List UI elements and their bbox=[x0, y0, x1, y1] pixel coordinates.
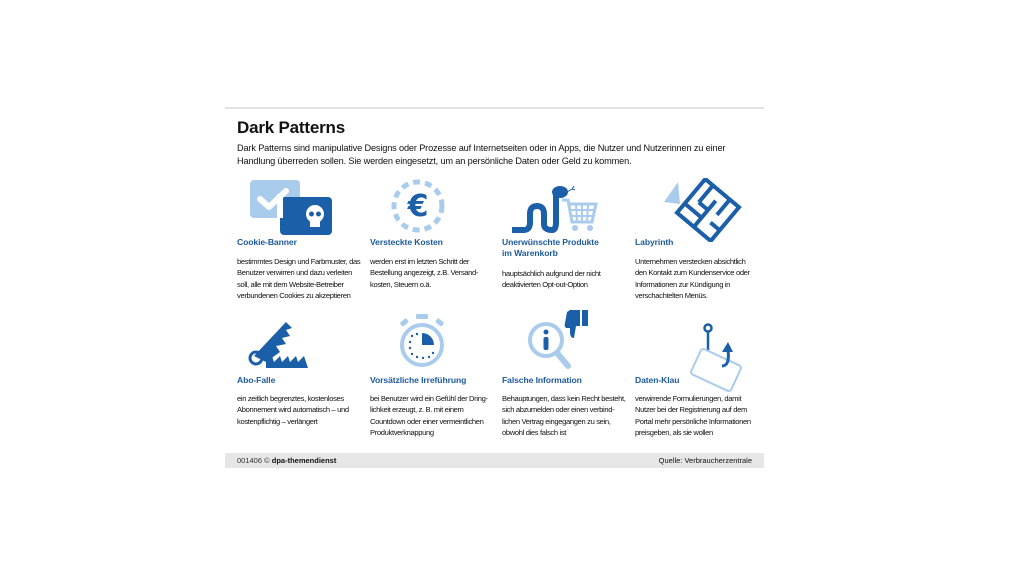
page-title: Dark Patterns bbox=[237, 118, 345, 137]
magnifier-thumbs-down-icon bbox=[528, 310, 588, 369]
title-line: im Warenkorb bbox=[502, 248, 558, 258]
intro-line: Handlung überreden sollen. Sie werden ei… bbox=[237, 155, 632, 166]
item-text-unerwuenschte-produkte: hauptsächlich aufgrund der nicht deaktivi… bbox=[502, 268, 601, 291]
stopwatch-icon bbox=[400, 314, 444, 367]
text-line: Abonnement wird automatisch – und bbox=[237, 405, 349, 415]
text-line: ein zeitlich begrenztes, kostenloses bbox=[237, 394, 344, 403]
item-title-labyrinth: Labyrinth bbox=[635, 237, 673, 248]
snake-cart-icon bbox=[512, 185, 598, 234]
text-line: kosten, Steuern o.ä. bbox=[370, 279, 431, 289]
text-line: Produktverknappung bbox=[370, 427, 434, 437]
text-line: kostenpflichtig – verlängert bbox=[237, 416, 318, 426]
hook-card-icon bbox=[690, 323, 742, 392]
title-line: Falsche Information bbox=[502, 375, 582, 385]
text-line: preisgeben, als sie wollen bbox=[635, 427, 713, 437]
trap-icon bbox=[248, 322, 308, 368]
text-line: verbundenen Cookies zu akzeptieren bbox=[237, 290, 351, 300]
text-line: Nutzer bei der Registrierung auf dem bbox=[635, 405, 747, 415]
copyright-sign: © bbox=[264, 456, 270, 465]
title-line: Cookie-Banner bbox=[237, 237, 297, 247]
item-text-labyrinth: Unternehmen verstecken absichtlich den Ko… bbox=[635, 256, 750, 301]
cookie-banner-icon bbox=[250, 180, 332, 235]
item-title-versteckte-kosten: Versteckte Kosten bbox=[370, 237, 443, 248]
text-line: Unternehmen verstecken absichtlich bbox=[635, 257, 746, 266]
text-line: lichkeit erzeugt, z. B. mit einem bbox=[370, 405, 464, 415]
text-line: lichen Vertrag eingegangen zu sein, bbox=[502, 416, 611, 426]
top-divider bbox=[225, 107, 764, 109]
text-line: Countdown oder einer vermeintlichen bbox=[370, 416, 484, 426]
text-line: bestimmtes Design und Farbmuster, das bbox=[237, 257, 361, 266]
text-line: verwirrende Formulierungen, damit bbox=[635, 394, 742, 403]
title-line: Versteckte Kosten bbox=[370, 237, 443, 247]
item-title-daten-klau: Daten-Klau bbox=[635, 375, 679, 386]
text-line: verschachtelten Menüs. bbox=[635, 290, 708, 300]
title-line: Labyrinth bbox=[635, 237, 674, 247]
text-line: obwohl dies falsch ist bbox=[502, 427, 567, 437]
item-title-falsche-information: Falsche Information bbox=[502, 375, 582, 386]
item-text-falsche-information: Behauptungen, dass kein Recht besteht, si… bbox=[502, 393, 626, 438]
title-line: Abo-Falle bbox=[237, 375, 276, 385]
brand-name: dpa-themendienst bbox=[271, 456, 337, 465]
text-line: den Kontakt zum Kundenservice oder bbox=[635, 268, 750, 278]
svg-text:€: € bbox=[407, 189, 429, 224]
text-line: Bestellung angezeigt, z.B. Versand- bbox=[370, 268, 479, 278]
title-line: Unerwünschte Produkte bbox=[502, 237, 599, 247]
text-line: bei Benutzer wird ein Gefühl der Dring- bbox=[370, 394, 488, 403]
maze-icon bbox=[664, 178, 742, 242]
text-line: Portal mehr persönliche Informationen bbox=[635, 416, 751, 426]
graphic-id: 001406 bbox=[237, 456, 263, 465]
text-line: Behauptungen, dass kein Recht besteht, bbox=[502, 394, 626, 403]
title-line: Vorsätzliche Irreführung bbox=[370, 375, 467, 385]
footer-bar: 001406 © dpa-themendienst Quelle: Verbra… bbox=[225, 453, 764, 468]
source-note: Quelle: Verbraucherzentrale bbox=[658, 456, 752, 465]
item-text-vorsaetzliche-irrefuehrung: bei Benutzer wird ein Gefühl der Dring-l… bbox=[370, 393, 488, 438]
item-title-vorsaetzliche-irrefuehrung: Vorsätzliche Irreführung bbox=[370, 375, 466, 386]
intro-text: Dark Patterns sind manipulative Designs … bbox=[237, 142, 725, 167]
footer-credit: 001406 © dpa-themendienst bbox=[237, 456, 336, 465]
text-line: deaktivierten Opt-out-Option bbox=[502, 280, 588, 290]
item-title-abo-falle: Abo-Falle bbox=[237, 375, 275, 386]
text-line: sich abzumelden oder einen verbind- bbox=[502, 405, 615, 415]
text-line: soll, alle mit dem Website-Betreiber bbox=[237, 279, 344, 289]
text-line: Informationen zur Kündigung in bbox=[635, 279, 731, 289]
text-line: werden erst im letzten Schritt der bbox=[370, 257, 470, 266]
euro-icon: € bbox=[391, 179, 445, 233]
item-title-cookie-banner: Cookie-Banner bbox=[237, 237, 297, 248]
intro-line: Dark Patterns sind manipulative Designs … bbox=[237, 143, 726, 153]
title-line: Daten-Klau bbox=[635, 375, 680, 385]
text-line: Benutzer verwirren und dazu verleiten bbox=[237, 268, 352, 278]
text-line: hauptsächlich aufgrund der nicht bbox=[502, 269, 601, 278]
